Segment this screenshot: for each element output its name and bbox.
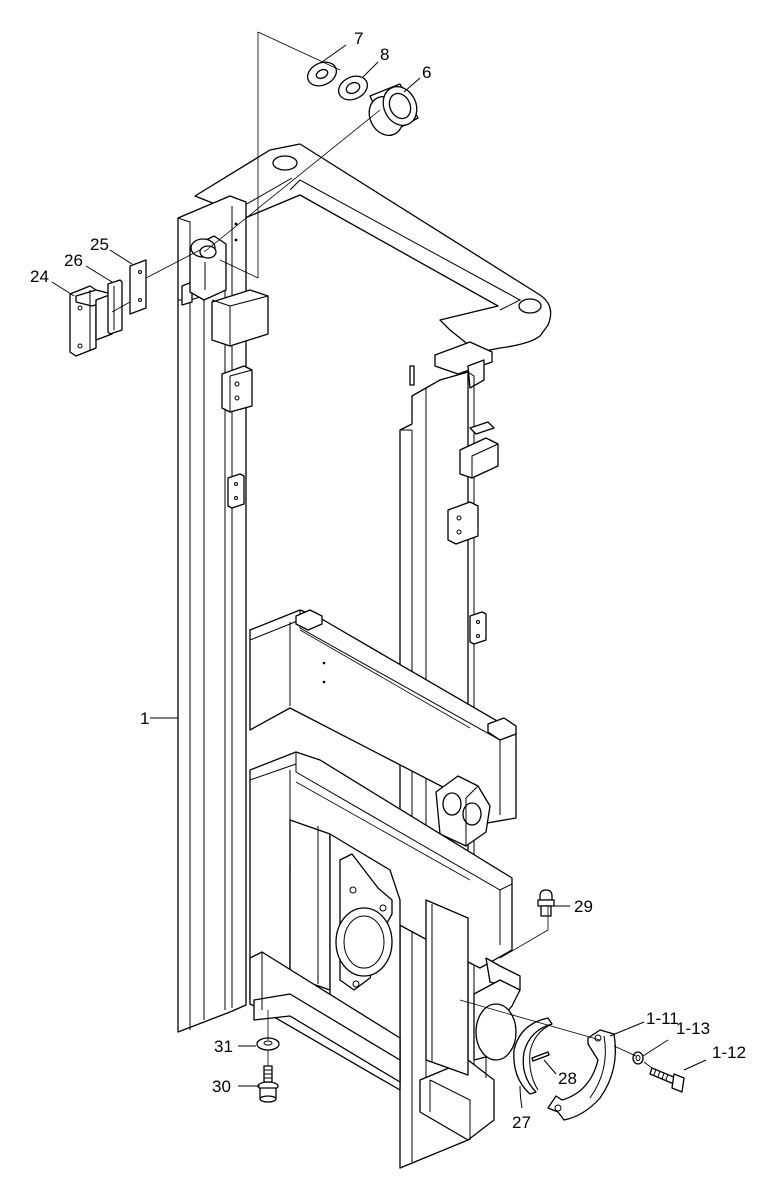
callout-7: 7 — [354, 29, 363, 48]
washer-7 — [306, 61, 338, 87]
callout-leaders — [51, 44, 707, 1109]
bottom-base-plate — [249, 899, 495, 1141]
bushing-27 — [513, 1017, 553, 1095]
middle-cross-member — [249, 609, 517, 827]
bolt-1-12 — [649, 1067, 685, 1093]
assembly-lines — [111, 31, 653, 1069]
callout-28: 28 — [558, 1069, 577, 1088]
callout-1: 1 — [140, 709, 149, 728]
callout-8: 8 — [380, 45, 389, 64]
callout-1-12: 1-12 — [712, 1043, 746, 1062]
callout-26: 26 — [64, 251, 83, 270]
callout-24: 24 — [30, 267, 49, 286]
callout-29: 29 — [574, 897, 593, 916]
callout-labels: 1 6 7 8 24 25 26 27 28 29 30 31 1-11 1-1… — [30, 29, 746, 1132]
pad-24 — [69, 285, 113, 357]
callout-1-13: 1-13 — [676, 1019, 710, 1038]
washer-1-13 — [632, 1051, 644, 1065]
grease-nipple-29 — [537, 889, 555, 917]
top-cross-member — [194, 143, 552, 389]
callout-31: 31 — [214, 1037, 233, 1056]
bolt-30 — [257, 1065, 279, 1103]
tilt-boss — [473, 957, 521, 1078]
tilt-bracket — [435, 775, 491, 847]
left-rail-pads — [221, 365, 253, 509]
lower-housing — [289, 819, 401, 1061]
callout-25: 25 — [90, 235, 109, 254]
callout-30: 30 — [212, 1077, 231, 1096]
bearing-6 — [368, 83, 419, 136]
shim-25 — [129, 259, 147, 315]
callout-1-11: 1-11 — [646, 1009, 679, 1028]
callout-27: 27 — [512, 1113, 531, 1132]
washer-8 — [337, 75, 369, 101]
left-roller-mount — [189, 235, 269, 347]
shim-26 — [107, 279, 123, 335]
clamp-cap-1-11 — [547, 1029, 617, 1121]
right-rail-pads — [447, 421, 499, 645]
callout-6: 6 — [422, 63, 431, 82]
